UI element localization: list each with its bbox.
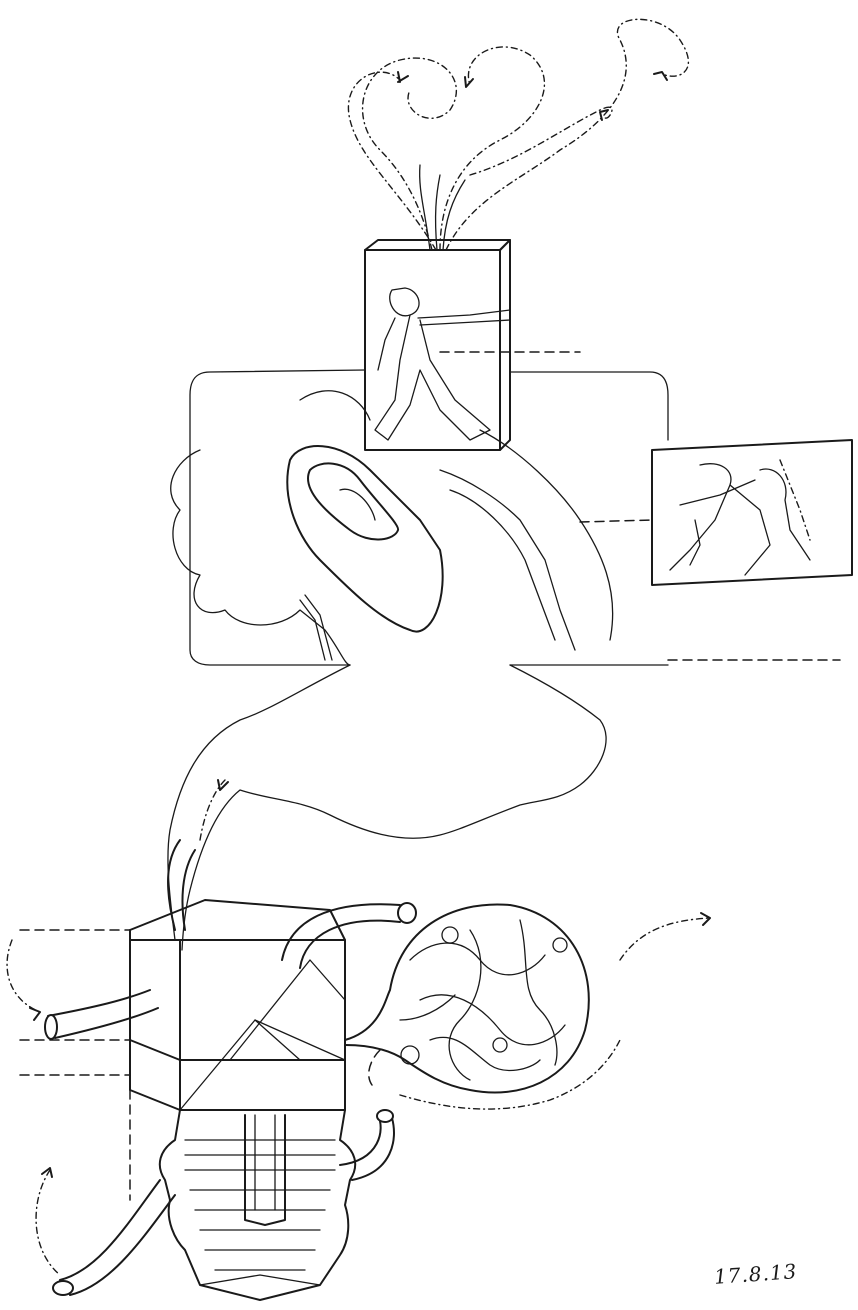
lower-cube	[20, 840, 345, 1110]
upper-box	[365, 240, 580, 450]
pipes	[45, 903, 416, 1295]
middle-cloud-frame	[171, 370, 840, 665]
flow-arrows	[7, 913, 710, 1275]
right-card	[580, 440, 852, 585]
walking-figure	[375, 288, 510, 440]
figures-sketch	[670, 460, 810, 575]
lower-cloud	[168, 665, 606, 950]
smoke-swirls	[348, 19, 688, 250]
mask-structure	[130, 1090, 355, 1300]
tangled-organ	[345, 904, 620, 1109]
